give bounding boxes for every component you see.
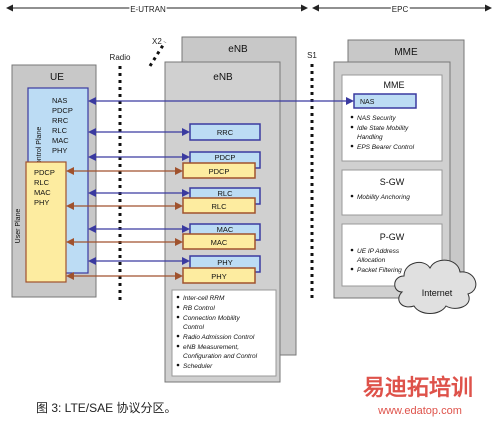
enb-function-item: RB Control <box>183 305 215 312</box>
pgw-function-item: Packet Filtering <box>357 267 402 274</box>
enb-function-item-continued: Control <box>183 324 205 331</box>
ue-user-plane <box>25 161 67 283</box>
enb-function-item: Connection Mobility <box>183 315 240 322</box>
mme-back-title: MME <box>394 47 418 58</box>
bullet-icon <box>176 363 180 367</box>
bullet-icon <box>350 267 354 271</box>
mme-function-item: EPS Bearer Control <box>357 144 415 151</box>
bullet-icon <box>350 115 354 119</box>
ue-user-layer-pdcp: PDCP <box>34 168 55 177</box>
internet-cloud-icon <box>394 259 477 314</box>
enb-function-item: Radio Admission Control <box>183 334 255 341</box>
eutran-label: E-UTRAN <box>130 5 166 14</box>
enb-phy-control-label: PHY <box>217 258 232 267</box>
s1-label: S1 <box>307 51 317 60</box>
enb-function-item: eNB Measurement, <box>183 344 239 351</box>
bullet-icon <box>176 334 180 338</box>
ue-title: UE <box>50 72 64 83</box>
epc-label: EPC <box>392 5 409 14</box>
radio-label: Radio <box>110 53 131 62</box>
watermark-brand: 易迪拓培训 <box>363 375 473 400</box>
enb-rlc-user-box <box>182 197 256 214</box>
enb-mac-user-label: MAC <box>211 238 228 247</box>
enb-pdcp-user-box <box>182 162 256 179</box>
bullet-icon <box>350 194 354 198</box>
enb-back-title: eNB <box>228 44 248 55</box>
ue-layer-rrc: RRC <box>52 116 69 125</box>
pgw-title: P-GW <box>380 232 405 242</box>
enb-rlc-control-label: RLC <box>217 189 233 198</box>
bullet-icon <box>176 315 180 319</box>
ue-layer-rlc: RLC <box>52 126 68 135</box>
enb-function-item: Inter-cell RRM <box>183 295 225 302</box>
ue-user-plane-label: User Plane <box>15 209 22 244</box>
bullet-icon <box>350 248 354 252</box>
mme-function-item: Idle State Mobility <box>357 125 409 132</box>
sgw-box <box>341 169 443 216</box>
enb-function-list: Inter-cell RRM RB Control Connection Mob… <box>176 295 258 370</box>
mme-title: MME <box>384 80 405 90</box>
mme-function-item: NAS Security <box>357 115 396 122</box>
x2-separator <box>148 41 167 67</box>
enb-function-item: Scheduler <box>183 363 213 370</box>
enb-function-item-continued: Configuration and Control <box>183 353 258 360</box>
enb-phy-user-box <box>182 267 256 284</box>
mme-nas-label: NAS <box>360 99 375 106</box>
bullet-icon <box>350 125 354 129</box>
enb-functions-box <box>171 289 277 377</box>
sgw-function-item: Mobility Anchoring <box>357 194 410 201</box>
ue-user-layer-rlc: RLC <box>34 178 50 187</box>
enb-mac-control-label: MAC <box>217 225 234 234</box>
ue-layer-pdcp: PDCP <box>52 106 73 115</box>
enb-phy-user-label: PHY <box>211 272 226 281</box>
mme-function-item-continued: Handling <box>357 134 383 141</box>
enb-mac-user-box <box>182 233 256 250</box>
ue-layer-phy: PHY <box>52 146 67 155</box>
watermark-url: www.edatop.com <box>377 405 462 417</box>
ue-user-layer-phy: PHY <box>34 198 49 207</box>
bullet-icon <box>350 144 354 148</box>
sgw-title: S-GW <box>380 177 405 187</box>
enb-pdcp-user-label: PDCP <box>209 167 230 176</box>
pgw-function-item: UE IP Address <box>357 248 400 255</box>
pgw-function-item-continued: Allocation <box>356 257 386 264</box>
ue-layer-mac: MAC <box>52 136 69 145</box>
mme-nas-box <box>353 93 417 109</box>
x2-label: X2 <box>152 37 162 46</box>
enb-rlc-user-label: RLC <box>211 202 227 211</box>
mme-box <box>341 74 443 162</box>
enb-rrc-label: RRC <box>217 128 234 137</box>
bullet-icon <box>176 344 180 348</box>
internet-label: Internet <box>422 288 453 298</box>
bullet-icon <box>176 295 180 299</box>
enb-front-title: eNB <box>213 72 233 83</box>
figure-caption: 图 3: LTE/SAE 协议分区。 <box>36 400 176 415</box>
bullet-icon <box>176 305 180 309</box>
ue-control-plane-label: Control Plane <box>36 127 43 170</box>
ue-layer-nas: NAS <box>52 96 67 105</box>
ue-user-layer-mac: MAC <box>34 188 51 197</box>
enb-pdcp-control-label: PDCP <box>215 153 236 162</box>
enb-rrc-box <box>189 123 261 141</box>
